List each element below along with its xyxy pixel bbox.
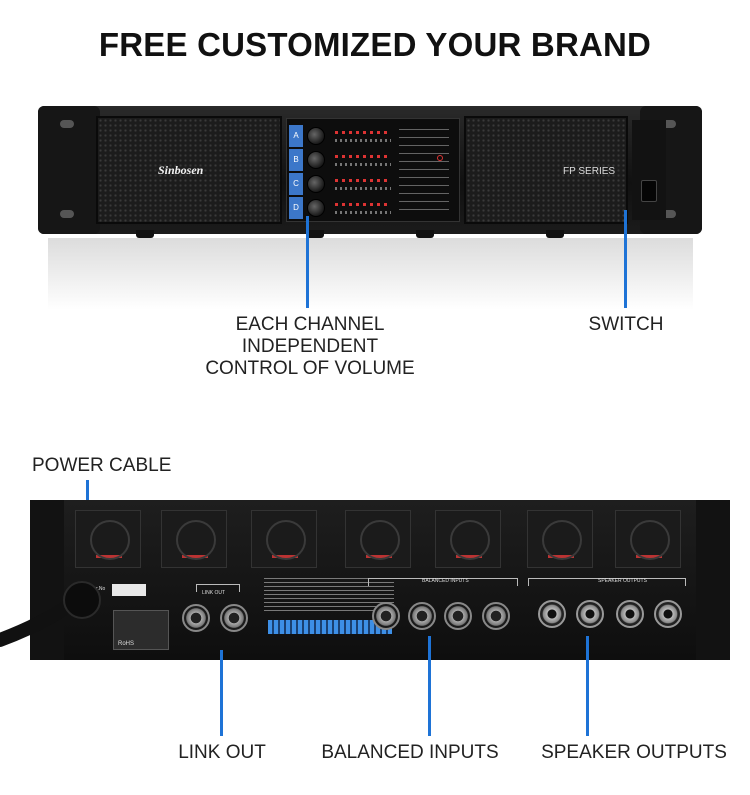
dip-switches[interactable]	[268, 620, 392, 634]
rear-amplifier-unit: Ser.No RoHS LINK OUT BALANCED INPUTS SPE…	[30, 500, 730, 668]
front-amplifier-unit: Sinbosen FP SERIES A B C D	[38, 106, 702, 238]
channel-tab-a: A	[289, 125, 303, 147]
balanced-input-jack-a[interactable]	[482, 602, 510, 630]
balanced-inputs-callout-line	[428, 636, 431, 736]
volume-knob-a[interactable]	[307, 127, 325, 145]
cooling-fans	[75, 510, 685, 572]
balanced-input-jack-b[interactable]	[444, 602, 472, 630]
front-unit-reflection	[48, 238, 693, 310]
led-meter-d	[335, 203, 391, 206]
speaker-output-d[interactable]	[538, 600, 566, 628]
switch-callout-line	[624, 210, 627, 308]
link-out-callout-line	[220, 650, 223, 736]
speaker-outputs-callout-line	[586, 636, 589, 736]
balanced-inputs-callout-label: BALANCED INPUTS	[321, 742, 499, 763]
link-out-callout-label: LINK OUT	[178, 742, 266, 763]
link-out-tag: LINK OUT	[202, 590, 226, 596]
speaker-output-b[interactable]	[616, 600, 644, 628]
headline: FREE CUSTOMIZED YOUR BRAND	[98, 26, 652, 63]
volume-callout-line	[306, 216, 309, 308]
right-grille	[464, 116, 628, 224]
speaker-output-a[interactable]	[654, 600, 682, 628]
speaker-output-c[interactable]	[576, 600, 604, 628]
spec-label-plate: RoHS	[113, 610, 169, 650]
fan	[615, 510, 681, 568]
speaker-outputs-callout-label: SPEAKER OUTPUTS	[541, 742, 727, 763]
spec-table	[264, 578, 394, 614]
fan	[435, 510, 501, 568]
power-indicator-icon	[437, 155, 443, 161]
left-rack-ear	[38, 106, 100, 234]
rear-left-ear	[30, 500, 64, 660]
balanced-inputs-tag: BALANCED INPUTS	[422, 578, 469, 584]
power-cable-callout-label: POWER CABLE	[32, 455, 172, 476]
fan	[345, 510, 411, 568]
volume-knob-c[interactable]	[307, 175, 325, 193]
fan	[251, 510, 317, 568]
rohs-mark: RoHS	[118, 641, 135, 647]
volume-knob-d[interactable]	[307, 199, 325, 217]
balanced-input-jack-d[interactable]	[372, 602, 400, 630]
channel-tab-d: D	[289, 197, 303, 219]
fan	[527, 510, 593, 568]
speaker-outputs-tag: SPEAKER OUTPUTS	[598, 578, 647, 584]
switch-panel	[632, 120, 666, 220]
channel-tab-c: C	[289, 173, 303, 195]
led-meter-b	[335, 155, 391, 158]
brand-logo: Sinbosen	[158, 163, 204, 177]
fan	[75, 510, 141, 568]
channel-tab-b: B	[289, 149, 303, 171]
control-panel: A B C D	[286, 118, 460, 222]
volume-knob-b[interactable]	[307, 151, 325, 169]
led-meter-a	[335, 131, 391, 134]
fan	[161, 510, 227, 568]
series-label: FP SERIES	[563, 166, 616, 177]
led-meter-c	[335, 179, 391, 182]
power-cable	[0, 581, 101, 647]
power-plug-icon	[63, 581, 101, 619]
balanced-input-jack-c[interactable]	[408, 602, 436, 630]
link-out-jack-b[interactable]	[182, 604, 210, 632]
link-out-jack-a[interactable]	[220, 604, 248, 632]
power-switch[interactable]	[641, 180, 657, 202]
volume-callout-label: EACH CHANNEL INDEPENDENT CONTROL OF VOLU…	[205, 314, 415, 379]
rear-right-ear	[696, 500, 730, 660]
left-grille	[96, 116, 282, 224]
serial-number-label: Ser.No	[90, 586, 106, 592]
switch-callout-label: SWITCH	[588, 314, 664, 335]
serial-sticker	[112, 584, 146, 596]
